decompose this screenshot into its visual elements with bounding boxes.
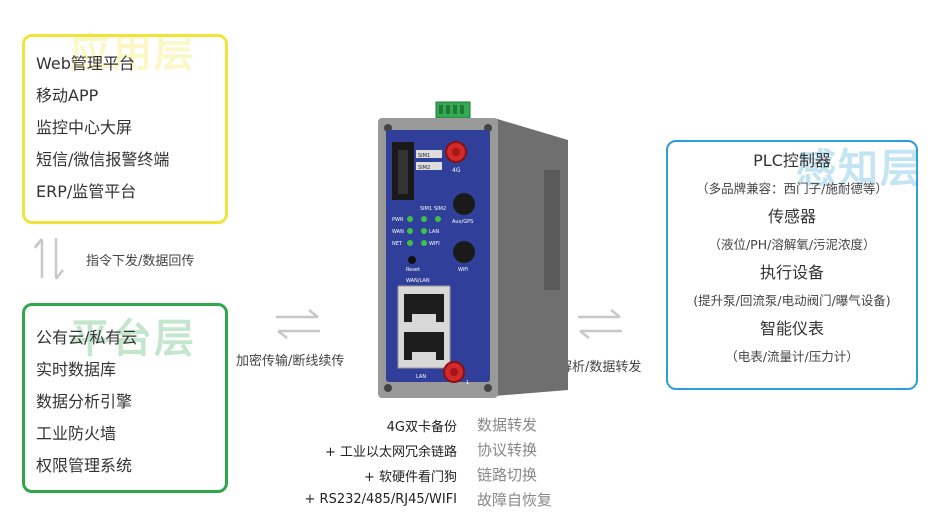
vertical-bidirectional-arrow-icon bbox=[34, 238, 64, 280]
feature-interfaces: + RS232/485/RJ45/WIFI bbox=[304, 492, 457, 507]
wan-lan-label: WAN/LAN bbox=[406, 278, 430, 284]
feature-auto-recovery: 故障自恢复 bbox=[477, 491, 553, 509]
right-exchange-arrow-icon bbox=[578, 309, 622, 339]
led-label-wan: WAN bbox=[392, 229, 404, 235]
application-item-mobile-app: 移动APP bbox=[36, 86, 99, 105]
led-header-sim2: SIM2 bbox=[434, 206, 446, 212]
gps-label: Aux/GPS bbox=[452, 219, 473, 225]
field-layer-box bbox=[666, 140, 918, 390]
wifi-antenna-port bbox=[453, 241, 475, 263]
application-item-erp: ERP/监管平台 bbox=[36, 182, 137, 201]
feature-dual-sim: 4G双卡备份 bbox=[386, 420, 457, 435]
left-exchange-arrow-icon bbox=[276, 309, 320, 339]
reset-label: Reset bbox=[406, 267, 420, 273]
reset-button bbox=[408, 256, 416, 264]
platform-layer-list: 公有云/私有云 实时数据库 数据分析引擎 工业防火墙 权限管理系统 bbox=[36, 322, 137, 482]
led-label-net: NET bbox=[392, 241, 403, 247]
field-item-plc: PLC控制器 bbox=[753, 151, 831, 170]
application-layer-list: Web管理平台 移动APP 监控中心大屏 短信/微信报警终端 ERP/监管平台 bbox=[36, 48, 169, 208]
field-item-sensor-detail: （液位/PH/溶解氧/污泥浓度） bbox=[708, 237, 876, 252]
vertical-connector-label: 指令下发/数据回传 bbox=[86, 254, 195, 269]
sim-slot-label-1: SIM1 bbox=[418, 153, 430, 159]
field-item-actuator: 执行设备 bbox=[759, 263, 824, 282]
led-label-pwr: PWR bbox=[392, 217, 404, 223]
sim-slot-label-2: SIM2 bbox=[418, 165, 430, 171]
antenna-4g-label: 4G bbox=[452, 167, 461, 174]
application-layer-box bbox=[22, 34, 228, 224]
field-item-sensor: 传感器 bbox=[767, 207, 816, 226]
led-header-sim1: SIM1 bbox=[420, 206, 432, 212]
field-item-meter-detail: （电表/流量计/压力计） bbox=[725, 349, 859, 364]
bottom-antenna-label: 1 bbox=[466, 380, 469, 386]
application-item-alarm-terminal: 短信/微信报警终端 bbox=[36, 150, 170, 169]
field-layer-list: PLC控制器 （多品牌兼容：西门子/施耐德等） 传感器 （液位/PH/溶解氧/污… bbox=[668, 148, 916, 372]
field-item-actuator-detail: (提升泵/回流泵/电动阀门/曝气设备) bbox=[693, 293, 891, 308]
platform-item-realtime-db: 实时数据库 bbox=[36, 360, 117, 379]
field-item-meter: 智能仪表 bbox=[759, 319, 824, 338]
platform-item-firewall: 工业防火墙 bbox=[36, 424, 117, 443]
wifi-port-label: WiFi bbox=[458, 267, 468, 273]
industrial-router-device: SIM1 SIM2 4G SIM1 SIM2 PWR WAN NET LAN W… bbox=[378, 101, 568, 398]
lan-label: LAN bbox=[416, 374, 426, 380]
application-item-web: Web管理平台 bbox=[36, 54, 135, 73]
field-item-plc-detail: （多品牌兼容：西门子/施耐德等） bbox=[696, 181, 888, 196]
platform-item-cloud: 公有云/私有云 bbox=[36, 328, 138, 347]
led-label-wifi: WIFI bbox=[429, 241, 440, 247]
application-item-monitor-screen: 监控中心大屏 bbox=[36, 118, 133, 137]
platform-item-permission-system: 权限管理系统 bbox=[36, 456, 133, 475]
feature-protocol-conversion: 协议转换 bbox=[477, 441, 538, 459]
platform-layer-box bbox=[22, 303, 228, 493]
left-connector-label: 加密传输/断线续传 bbox=[236, 354, 345, 369]
feature-data-forwarding: 数据转发 bbox=[477, 416, 538, 434]
feature-ethernet-redundancy: + 工业以太网冗余链路 bbox=[324, 445, 457, 460]
feature-link-switching: 链路切换 bbox=[477, 466, 538, 484]
led-label-lan: LAN bbox=[429, 229, 439, 235]
feature-watchdog: + 软硬件看门狗 bbox=[363, 470, 457, 485]
gps-antenna-port bbox=[453, 193, 475, 215]
platform-item-analytics-engine: 数据分析引擎 bbox=[36, 392, 133, 411]
